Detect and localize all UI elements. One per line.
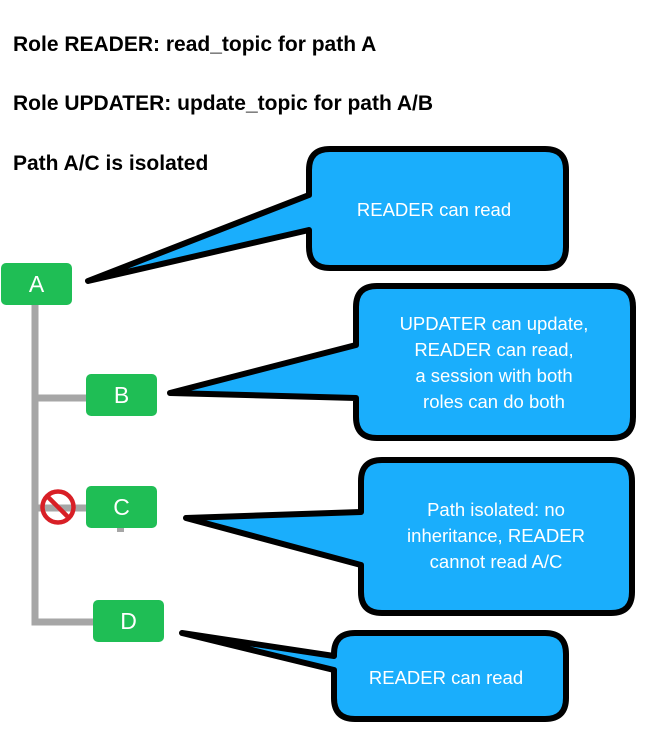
node-a-label: A <box>29 271 45 297</box>
node-d-label: D <box>120 608 137 634</box>
callout-b-line: a session with both <box>415 365 572 386</box>
callout-a-text: READER can read <box>357 199 511 220</box>
node-d[interactable]: D <box>93 600 164 642</box>
callout-d-bubble <box>179 630 569 722</box>
callout-b-bubble <box>167 283 636 441</box>
node-c[interactable]: C <box>86 486 157 528</box>
node-b-label: B <box>114 382 129 408</box>
updater-role-heading: Role UPDATER: update_topic for path A/B <box>13 92 433 115</box>
callout-b-line: UPDATER can update, <box>400 313 589 334</box>
node-b-box <box>86 374 157 416</box>
callout-c-bubble <box>183 457 635 616</box>
node-a-box <box>1 263 72 305</box>
callout-c-line: Path isolated: no <box>427 499 565 520</box>
tree-connectors <box>31 301 100 626</box>
callout-c-text: Path isolated: no inheritance, READER cann… <box>407 499 585 572</box>
prohibited-icon-ring <box>40 489 76 525</box>
callout-b-line: roles can do both <box>423 391 565 412</box>
node-c-label: C <box>113 494 130 520</box>
callout-d-text: READER can read <box>369 667 523 688</box>
callout-b-line: READER can read, <box>414 339 573 360</box>
callout-a-bubble <box>85 146 569 284</box>
callout-a-line: READER can read <box>357 199 511 220</box>
callout-d: READER can read <box>179 630 569 722</box>
node-a[interactable]: A <box>1 263 72 305</box>
callout-b-text: UPDATER can update, READER can read, a ses… <box>400 313 589 412</box>
node-b[interactable]: B <box>86 374 157 416</box>
node-c-stub <box>117 526 124 532</box>
prohibited-icon <box>40 489 76 525</box>
node-d-box <box>93 600 164 642</box>
reader-role-heading: Role READER: read_topic for path A <box>13 33 377 56</box>
callout-a: READER can read <box>85 146 569 284</box>
callout-c-line: cannot read A/C <box>430 551 563 572</box>
prohibited-icon-slash <box>45 494 71 520</box>
isolated-path-heading: Path A/C is isolated <box>13 152 209 175</box>
callout-c-line: inheritance, READER <box>407 525 585 546</box>
node-c-box <box>86 486 157 528</box>
callout-d-line: READER can read <box>369 667 523 688</box>
callout-b: UPDATER can update, READER can read, a ses… <box>167 283 636 441</box>
callout-c: Path isolated: no inheritance, READER cann… <box>183 457 635 616</box>
